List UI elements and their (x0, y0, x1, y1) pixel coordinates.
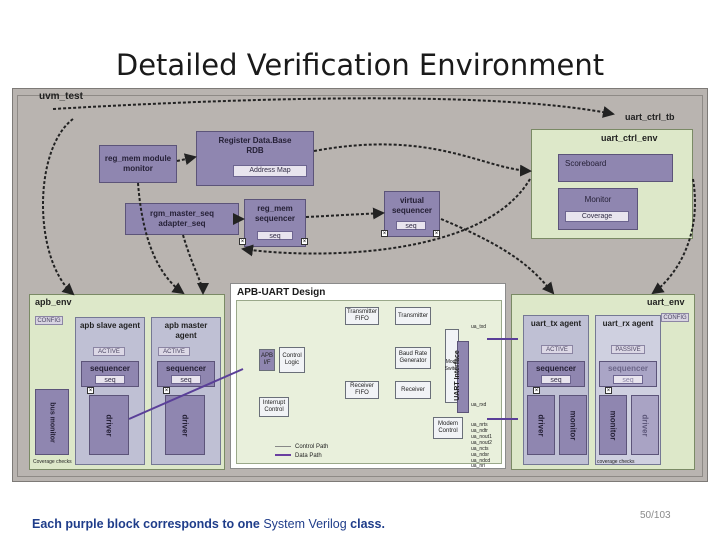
signal-label: ua_ncts (471, 446, 489, 452)
uart-ctrl-env-label: uart_ctrl_env (601, 133, 658, 143)
connection-overlay (42, 97, 696, 420)
uart-tx-seq: seq (541, 375, 571, 384)
apb-master-active: ACTIVE (158, 347, 190, 356)
reg-mem-seq-chip: seq (257, 231, 293, 240)
transmitter-block: Transmitter (395, 307, 431, 325)
apb-slave-active: ACTIVE (93, 347, 125, 356)
port-marker: × (87, 387, 94, 394)
verification-diagram: uvm_test reg_mem module monitor Register… (12, 88, 708, 482)
uart-tx-agent-label: uart_tx agent (530, 319, 582, 328)
monitor-block: Monitor (558, 188, 638, 230)
arrow-rgm-to-apb (182, 234, 209, 295)
uart-rx-driver: driver (631, 395, 659, 455)
virtual-seq-chip: seq (396, 221, 426, 230)
signal-label: ua_nout1 (471, 434, 492, 440)
legend-data-path: Data Path (275, 453, 322, 459)
signal-label: ua_rxd (471, 402, 487, 408)
uart-rx-seq: seq (613, 375, 643, 384)
arrow-env-to-test (241, 178, 531, 257)
arrow-rdb-to-env (313, 143, 532, 177)
modem-control-block: Modem Control (433, 417, 463, 439)
design-body: APB I/F Control Logic Transmitter FIFO T… (236, 300, 502, 464)
rgm-master-block: rgm_master_seq adapter_seq (125, 203, 239, 235)
uart-config-chip: CONFIG (661, 313, 689, 322)
arrow-monitor-down (137, 182, 185, 295)
interrupt-control-block: Interrupt Control (259, 397, 289, 417)
legend-control-path: Control Path (275, 444, 328, 450)
uart-rx-monitor: monitor (599, 395, 627, 455)
rdb-label-1: Register Data.Base (218, 136, 292, 145)
bus-apb-to-design (128, 368, 244, 420)
tx-fifo-block: Transmitter FIFO (345, 307, 379, 325)
arrow-test-top (52, 97, 615, 118)
apb-master-driver: driver (165, 395, 205, 455)
receiver-block: Receiver (395, 381, 431, 399)
apb-config-chip: CONFIG (35, 316, 63, 325)
uart-tx-driver: driver (527, 395, 555, 455)
scoreboard-block: Scoreboard (558, 154, 673, 182)
apb-slave-driver: driver (89, 395, 129, 455)
arrow-monitor-to-rdb (176, 153, 197, 166)
reg-mem-monitor-block: reg_mem module monitor (99, 145, 177, 183)
uart-monitor-sub: coverage checks (597, 459, 635, 465)
port-marker: × (381, 230, 388, 237)
slide-caption: Each purple block corresponds to one Sys… (32, 517, 385, 531)
arrow-virtual-to-uart (440, 218, 555, 295)
port-marker: × (533, 387, 540, 394)
uart-rx-passive: PASSIVE (611, 345, 645, 354)
uart-tx-monitor: monitor (559, 395, 587, 455)
coverage-chip: Coverage (565, 211, 629, 222)
apb-master-agent-label: apb master agent (164, 321, 208, 340)
caption-part-2: System Verilog (263, 517, 347, 531)
signal-label: ua_nri (471, 463, 485, 469)
signal-label: ua_ndsr (471, 452, 490, 458)
slide-title: Detailed Verification Environment (115, 48, 605, 82)
uart-interface-bar: UART Interface (454, 341, 469, 413)
uart-rx-sequencer: sequencer (599, 361, 657, 387)
arrow-tb-to-uart (651, 178, 696, 295)
uvm-test-frame (17, 95, 703, 477)
signal-label: ua_nrts (471, 422, 488, 428)
rx-fifo-block: Receiver FIFO (345, 381, 379, 399)
uart-ctrl-tb-label: uart_ctrl_tb (625, 112, 675, 122)
signal-label: ua_ndcd (471, 458, 491, 464)
signal-label: ua_txd (471, 324, 487, 330)
caption-part-3: class. (350, 517, 385, 531)
apb-env-label: apb_env (35, 297, 72, 307)
signal-label: ua_ndtr (471, 428, 488, 434)
baud-generator-block: Baud Rate Generator (395, 347, 431, 369)
arrow-seqr-to-virtual (305, 207, 385, 220)
design-title: APB-UART Design (237, 287, 326, 298)
apb-if-block: APB I/F (259, 349, 275, 371)
port-marker: × (301, 238, 308, 245)
uvm-test-label: uvm_test (39, 91, 83, 102)
uart-env-label: uart_env (647, 297, 685, 307)
uart-rx-agent-label: uart_rx agent (602, 319, 654, 328)
address-map: Address Map (233, 165, 307, 177)
apb-bus-monitor-sub: Coverage checks (33, 459, 72, 465)
apb-slave-seq: seq (95, 375, 125, 384)
port-marker: × (163, 387, 170, 394)
uart-tx-active: ACTIVE (541, 345, 573, 354)
page-number: 50/103 (640, 510, 671, 521)
apb-master-seq: seq (171, 375, 201, 384)
control-logic-block: Control Logic (279, 347, 305, 373)
caption-part-1: Each purple block corresponds to one (32, 517, 260, 531)
port-marker: × (433, 230, 440, 237)
arrow-test-left (42, 118, 75, 296)
apb-bus-monitor: bus monitor (35, 389, 69, 455)
apb-slave-agent-label: apb slave agent (79, 321, 141, 330)
apb-uart-design-panel: APB-UART Design APB I/F Control Logic Tr… (230, 283, 506, 469)
signal-label: ua_nout2 (471, 440, 492, 446)
rdb-label-2: RDB (246, 146, 264, 155)
port-marker: × (605, 387, 612, 394)
